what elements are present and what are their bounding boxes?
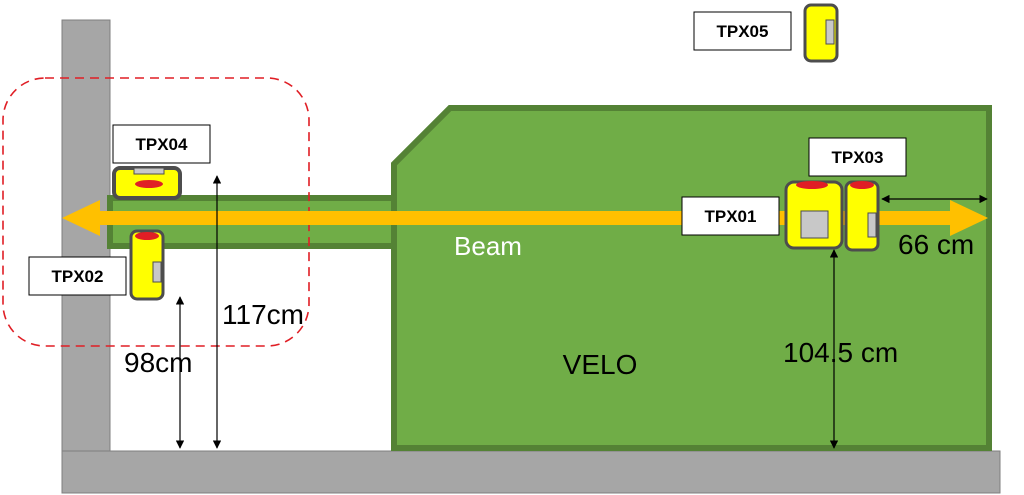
tpx02-module bbox=[129, 229, 165, 301]
tpx01-module bbox=[784, 180, 844, 250]
wall bbox=[61, 19, 111, 452]
tpx01-height-label: 104.5 cm bbox=[783, 337, 898, 368]
tpx04-module bbox=[112, 166, 182, 200]
beam-label: Beam bbox=[454, 231, 522, 261]
tpx05-label-box: TPX05 bbox=[693, 11, 792, 51]
tpx04-height-label: 117cm bbox=[222, 299, 304, 330]
tpx02-label: TPX02 bbox=[52, 267, 104, 286]
tpx03-module bbox=[844, 180, 880, 252]
tpx04-label-box: TPX04 bbox=[112, 124, 211, 164]
floor bbox=[61, 450, 1001, 494]
tpx01-label-box: TPX01 bbox=[681, 196, 780, 236]
tpx02-height-label: 98cm bbox=[124, 347, 192, 378]
tpx03-label: TPX03 bbox=[832, 148, 884, 167]
tpx05-label: TPX05 bbox=[717, 22, 769, 41]
velo-label: VELO bbox=[563, 349, 638, 380]
tpx02-label-box: TPX02 bbox=[28, 256, 127, 296]
tpx03-distance-label: 66 cm bbox=[898, 229, 974, 260]
tpx03-label-box: TPX03 bbox=[808, 137, 907, 177]
tpx01-label: TPX01 bbox=[705, 207, 757, 226]
tpx05-module bbox=[803, 3, 839, 63]
tpx04-label: TPX04 bbox=[136, 135, 189, 154]
